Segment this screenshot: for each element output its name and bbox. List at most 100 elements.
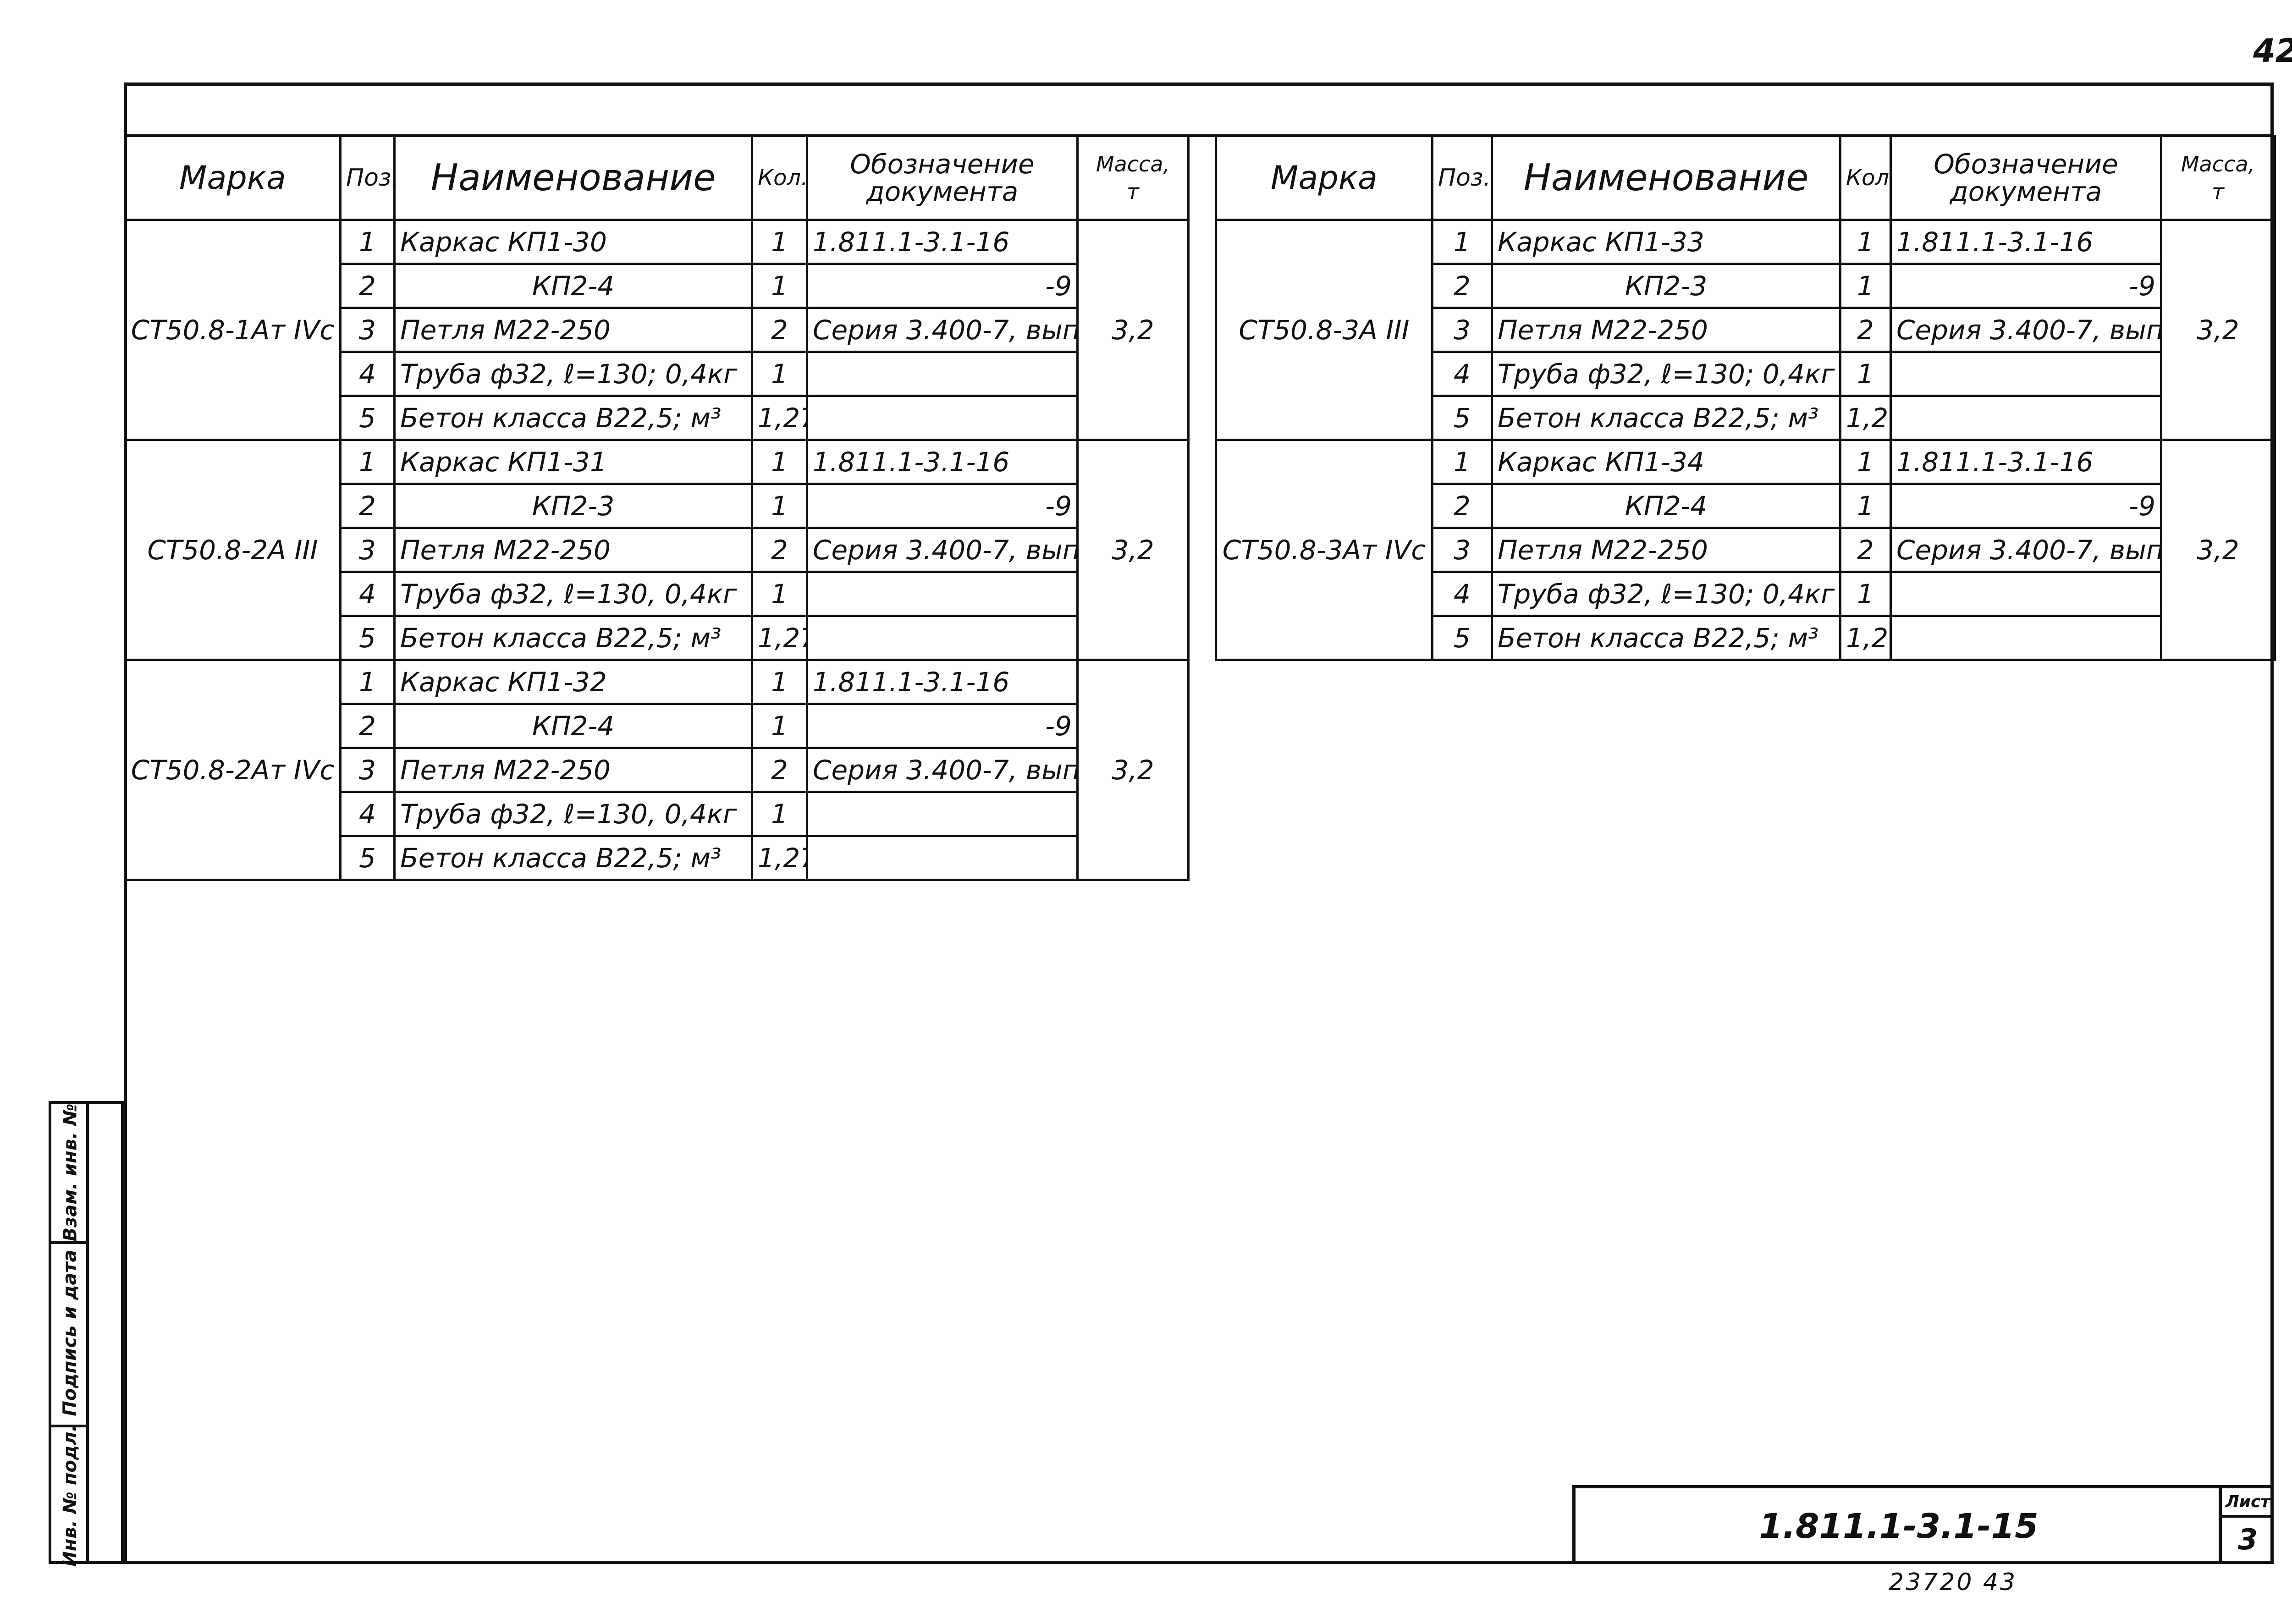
name-cell: Каркас КП1-31 (393, 439, 753, 485)
header-qty: Кол. (1839, 135, 1892, 221)
name-cell: Труба ф32, ℓ=130; 0,4кг (1491, 571, 1841, 617)
name-cell: Петля М22-250 (393, 747, 753, 793)
qty-cell: 2 (751, 747, 808, 793)
marka-cell: СТ50.8-3А III (1215, 219, 1433, 441)
qty-cell: 1,27 (1839, 615, 1892, 661)
qty-cell: 1 (751, 439, 808, 485)
name-cell: Каркас КП1-34 (1491, 439, 1841, 485)
mass-cell: 3,2 (1076, 219, 1190, 441)
doc-cell: -9 (1890, 263, 2162, 309)
header-mass: Масса, т (1076, 135, 1190, 221)
stamp-vzam: Взам. инв. № (60, 1103, 81, 1242)
doc-cell: Серия 3.400-7, вып.1/87 (806, 527, 1079, 573)
pos-cell: 1 (1431, 219, 1493, 265)
header-marka: Марка (1215, 135, 1433, 221)
name-cell: Бетон класса В22,5; м³ (1491, 615, 1841, 661)
sheet-box: Лист 3 (2219, 1488, 2274, 1564)
header-name: Наименование (1491, 135, 1841, 221)
qty-cell: 1 (751, 351, 808, 397)
pos-cell: 1 (339, 219, 396, 265)
mass-cell: 3,2 (1076, 439, 1190, 661)
stamp-divider (51, 1425, 89, 1427)
pos-cell: 4 (1431, 351, 1493, 397)
pos-cell: 3 (1431, 307, 1493, 353)
header-pos: Поз. (339, 135, 396, 221)
name-cell: Труба ф32, ℓ=130, 0,4кг (393, 791, 753, 837)
qty-cell: 1 (1839, 263, 1892, 309)
qty-cell: 1 (751, 571, 808, 617)
sheet-label: Лист (2222, 1488, 2274, 1518)
pos-cell: 4 (339, 791, 396, 837)
header-marka: Марка (124, 135, 342, 221)
qty-cell: 2 (751, 527, 808, 573)
doc-cell (806, 395, 1079, 441)
header-pos: Поз. (1431, 135, 1493, 221)
qty-cell: 1 (1839, 483, 1892, 529)
spec-table-right: Марка Поз. Наименование Кол. Обозначение… (1215, 135, 2276, 661)
name-cell: Каркас КП1-32 (393, 659, 753, 705)
doc-cell (1890, 571, 2162, 617)
header-row: Марка Поз. Наименование Кол. Обозначение… (124, 135, 1190, 221)
stamp-inv-cell: Инв. № подл. (51, 1425, 89, 1567)
qty-cell: 1 (751, 791, 808, 837)
doc-cell (806, 571, 1079, 617)
doc-cell (806, 791, 1079, 837)
header-row: Марка Поз. Наименование Кол. Обозначение… (1215, 135, 2276, 221)
pos-cell: 3 (1431, 527, 1493, 573)
qty-cell: 1 (751, 263, 808, 309)
header-doc: Обозначение документа (1890, 135, 2162, 221)
qty-cell: 1 (1839, 571, 1892, 617)
doc-cell (1890, 395, 2162, 441)
qty-cell: 1,27 (751, 835, 808, 881)
pos-cell: 3 (339, 307, 396, 353)
qty-cell: 2 (1839, 527, 1892, 573)
pos-cell: 5 (1431, 395, 1493, 441)
name-cell: Петля М22-250 (1491, 527, 1841, 573)
qty-cell: 2 (1839, 307, 1892, 353)
mass-cell: 3,2 (2160, 219, 2276, 441)
marka-cell: СТ50.8-2Ат IVс (124, 659, 342, 881)
header-mass-line2: т (1127, 179, 1139, 204)
doc-cell: -9 (806, 703, 1079, 749)
name-cell: Бетон класса В22,5; м³ (1491, 395, 1841, 441)
name-cell: Бетон класса В22,5; м³ (393, 615, 753, 661)
header-mass-line1: Масса, (1096, 152, 1170, 176)
qty-cell: 2 (751, 307, 808, 353)
pos-cell: 1 (339, 439, 396, 485)
name-cell: Труба ф32, ℓ=130; 0,4кг (393, 351, 753, 397)
doc-cell (806, 351, 1079, 397)
side-stamp: Взам. инв. № Подпись и дата Инв. № подл. (49, 1101, 124, 1567)
name-cell: Бетон класса В22,5; м³ (393, 835, 753, 881)
header-doc-line1: Обозначение (850, 149, 1035, 180)
doc-cell: 1.811.1-3.1-16 (1890, 439, 2162, 485)
doc-cell: 1.811.1-3.1-16 (806, 439, 1079, 485)
stamp-label-column (51, 1104, 89, 1561)
doc-code: 1.811.1-3.1-15 (1759, 1506, 2039, 1546)
doc-cell: 1.811.1-3.1-16 (806, 219, 1079, 265)
pos-cell: 5 (339, 835, 396, 881)
name-cell: Каркас КП1-33 (1491, 219, 1841, 265)
pos-cell: 3 (339, 527, 396, 573)
name-cell: Петля М22-250 (1491, 307, 1841, 353)
name-cell: КП2-4 (393, 263, 753, 309)
pos-cell: 4 (1431, 571, 1493, 617)
doc-cell (806, 835, 1079, 881)
stamp-podpis: Подпись и дата (60, 1250, 81, 1416)
pos-cell: 4 (339, 571, 396, 617)
qty-cell: 1 (751, 659, 808, 705)
header-doc-line1: Обозначение (1934, 149, 2118, 180)
